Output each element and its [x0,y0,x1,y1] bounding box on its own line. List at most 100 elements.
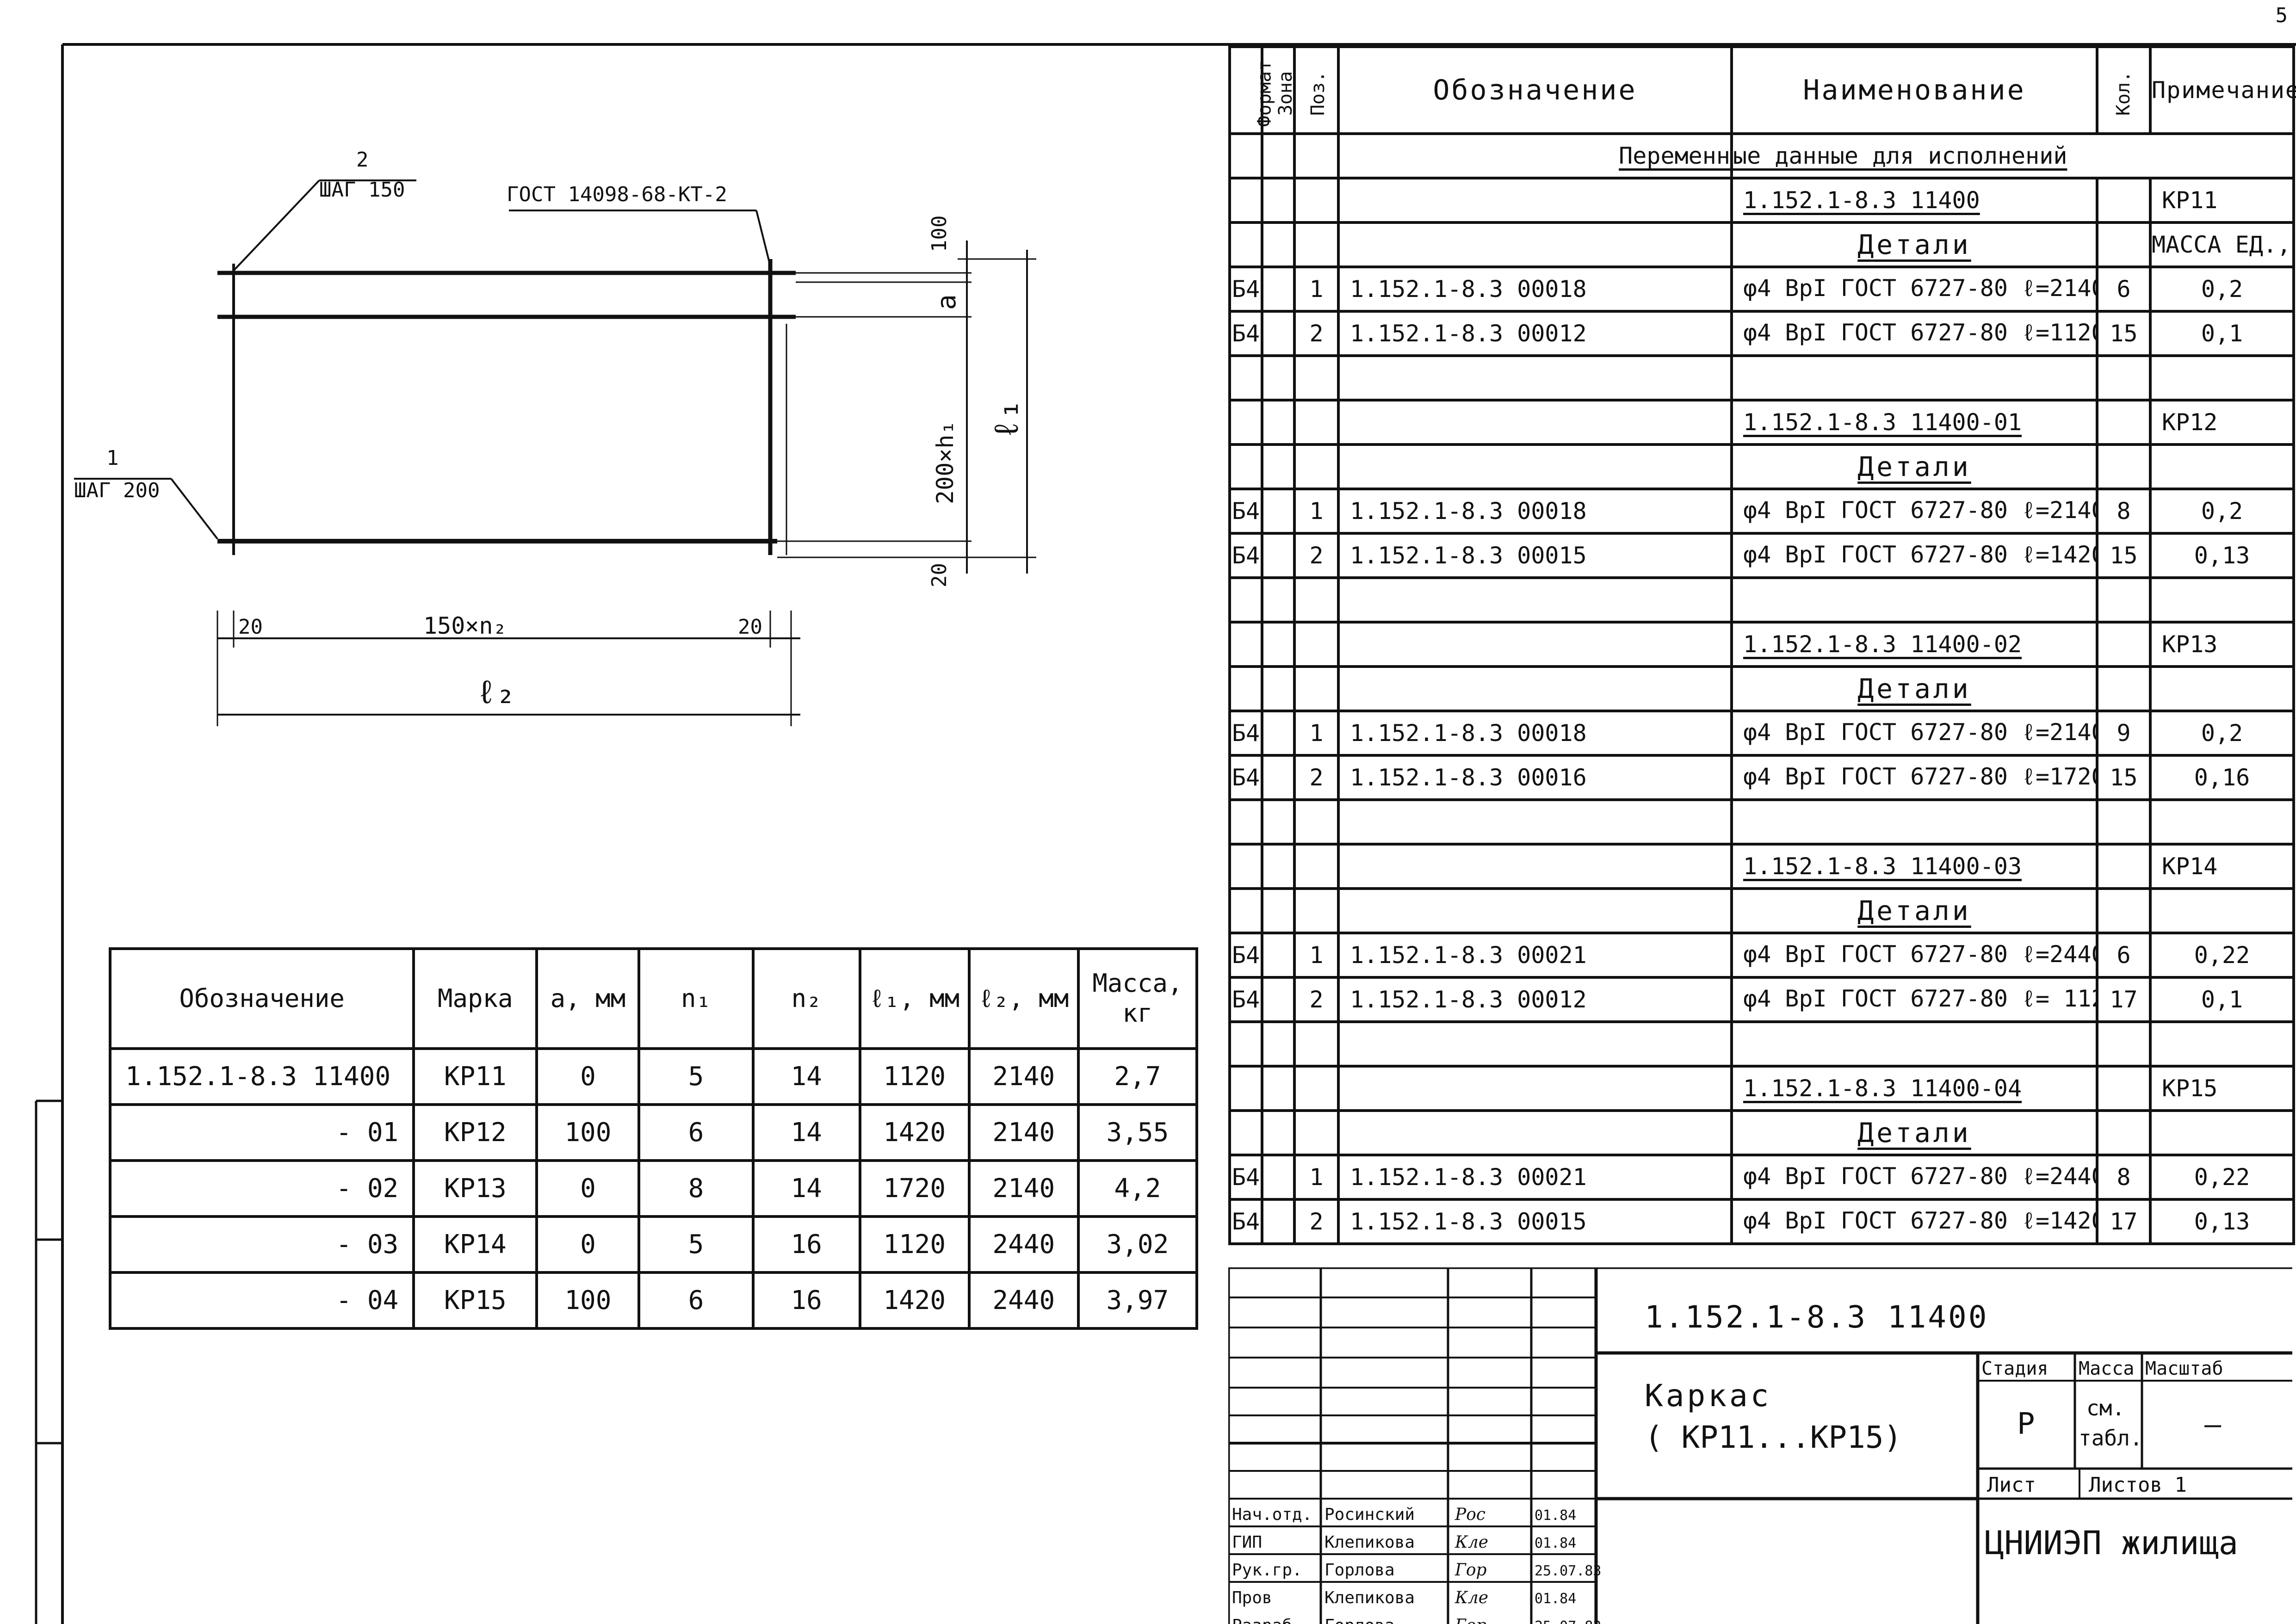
section-title: Детали [1857,895,1971,926]
param-cell: 14 [751,1103,861,1162]
empty-row [1228,798,2295,846]
specification-body: Переменн ые данные для исполнений 1.152.… [1228,132,2295,1245]
empty-cell [1293,1020,1340,1068]
section-cell: Детали [1730,443,2098,490]
param-cell: 3,02 [1077,1215,1199,1274]
empty-cell [1337,1020,1733,1068]
item-designation: 1.152.1-8.3 00018 [1337,488,1733,535]
signatory-role: ГИП [1232,1533,1262,1552]
empty-cell [2096,443,2152,490]
callout-1-step: ШАГ 200 [74,479,160,502]
empty-cell [1228,887,1263,934]
empty-cell [1293,887,1340,934]
empty-cell [1261,488,1296,535]
param-header-designation: Обозначение [108,947,415,1050]
item-quantity: 17 [2096,1198,2152,1245]
item-mass: 0,2 [2149,488,2295,535]
dim-l1: ℓ₁ [987,399,1026,439]
item-quantity: 9 [2096,710,2152,757]
empty-cell [1337,399,1733,446]
empty-row [1228,576,2295,624]
item-format: Б4 [1228,488,1263,535]
empty-cell [1228,221,1263,268]
specification-table: Формат Зона Поз. Обозначение Наименовани… [1228,45,2296,1245]
param-cell: 6 [637,1103,755,1162]
section-cell: Детали [1730,1109,2098,1156]
empty-cell [2096,1020,2152,1068]
empty-cell [1261,1109,1296,1156]
scale-label: Масштаб [2145,1358,2223,1379]
empty-cell [1293,221,1340,268]
empty-cell [1261,843,1296,890]
item-name: φ4 BpI ГОСТ 6727-80 ℓ=1420 [1730,532,2098,579]
param-cell: 5 [637,1215,755,1274]
empty-cell [2096,576,2152,624]
empty-cell [1293,665,1340,712]
param-cell: - 03 [108,1215,415,1274]
item-quantity: 17 [2096,976,2152,1023]
empty-cell [2149,1020,2295,1068]
param-cell: КР13 [412,1159,538,1218]
param-cell: 1720 [858,1159,971,1218]
empty-cell [1261,621,1296,668]
dim-20-left: 20 [238,615,263,639]
empty-cell [2096,399,2152,446]
spec-header-pos: Поз. [1293,45,1340,135]
empty-cell [2096,221,2152,268]
unit-mass-note: МАССА ЕД., КГ [2149,221,2295,268]
spec-header-zone: Зона [1261,45,1296,135]
section-cell: Детали [1730,221,2098,268]
item-position: 2 [1293,1198,1340,1245]
variant-code: 1.152.1-8.3 11400-03 [1743,853,2022,880]
section-cell: Детали [1730,665,2098,712]
param-header-mass: Масса, кг [1077,947,1199,1050]
param-cell: 1420 [858,1271,971,1330]
item-quantity: 6 [2096,266,2152,313]
scale-value: — [2204,1408,2222,1441]
empty-cell [2149,443,2295,490]
mass-value-1: см. [2086,1396,2125,1420]
item-name: φ4 BpI ГОСТ 6727-80 ℓ=1420 [1730,1198,2098,1245]
empty-cell [2096,354,2152,401]
empty-cell [1293,177,1340,224]
signatory-date: 01.84 [1535,1591,1576,1607]
param-cell: 6 [637,1271,755,1330]
empty-cell [1261,887,1296,934]
drawing-labels: 2 ШАГ 150 ГОСТ 14098-68-КТ-2 1 ШАГ 200 1… [74,148,1026,711]
empty-cell [1337,665,1733,712]
param-cell: 2440 [967,1215,1080,1274]
empty-cell [1261,399,1296,446]
item-mass: 0,1 [2149,976,2295,1023]
param-cell: 2140 [967,1103,1080,1162]
empty-cell [1261,221,1296,268]
signatory-signature: Кле [1454,1588,1488,1607]
empty-cell [1337,177,1733,224]
empty-cell [1337,443,1733,490]
spec-header-note: Примечание [2149,45,2296,135]
empty-cell [1337,1109,1733,1156]
empty-cell [1261,1065,1296,1112]
empty-cell [1293,621,1340,668]
parameter-table-header: Обозначение Марка a, мм n₁ n₂ ℓ₁, мм ℓ₂,… [108,947,1199,1050]
signatory-signature: Рос [1454,1505,1485,1524]
variant-code: 1.152.1-8.3 11400-04 [1743,1075,2022,1102]
param-cell: 1.152.1-8.3 11400 [108,1047,415,1106]
param-cell: 14 [751,1159,861,1218]
param-cell: 8 [637,1159,755,1218]
item-format: Б4 [1228,932,1263,979]
item-name: φ4 BpI ГОСТ 6727-80 ℓ=2440 [1730,1154,2098,1201]
item-position: 1 [1293,932,1340,979]
empty-cell [1261,976,1296,1023]
spec-header-designation: Обозначение [1337,45,1733,135]
param-cell: 14 [751,1047,861,1106]
empty-row [1228,1020,2295,1068]
variable-data-title-right: ые данные для исполнений [1733,142,2067,169]
item-mass: 0,16 [2149,754,2295,801]
empty-cell [1293,443,1340,490]
spec-header-format: Формат [1228,45,1275,135]
item-position: 1 [1293,488,1340,535]
